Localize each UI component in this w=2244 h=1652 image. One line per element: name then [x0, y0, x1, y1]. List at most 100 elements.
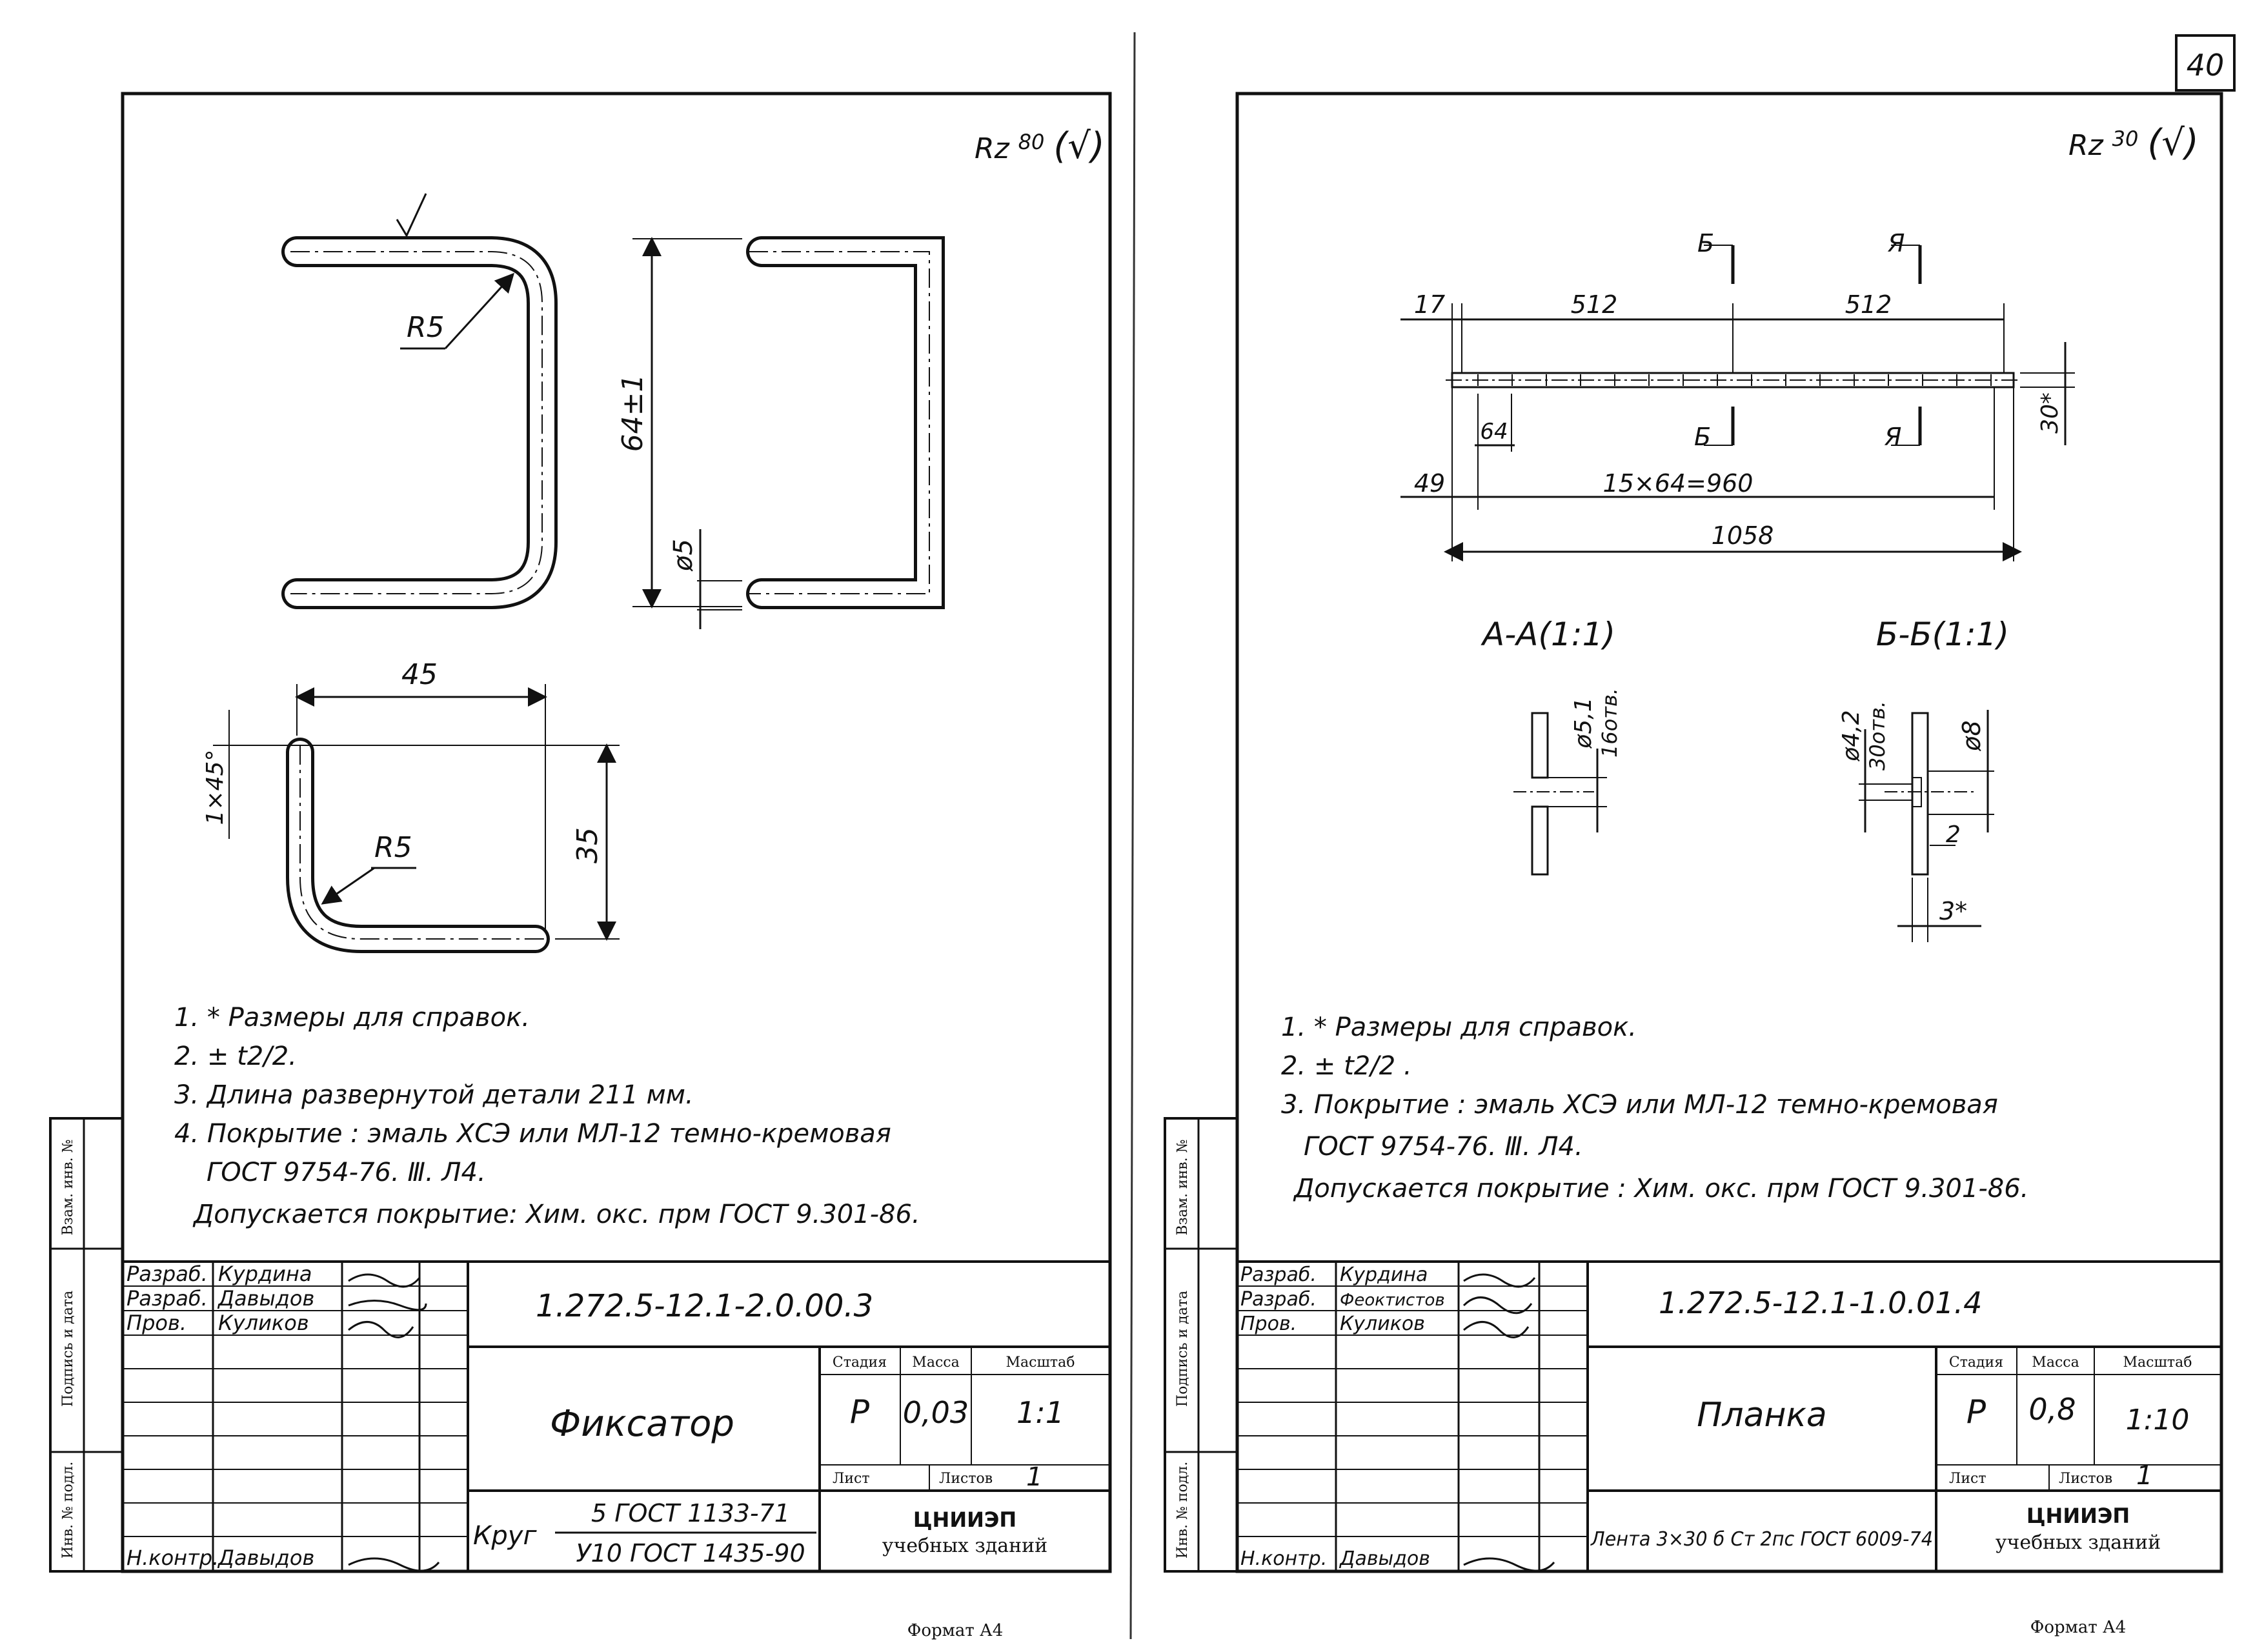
right-note-4: ГОСТ 9754-76. Ⅲ. Л4.	[1304, 1132, 1583, 1162]
right-half-right-dim: 512	[1845, 290, 1892, 319]
section-bb: Б-Б(1:1) ø4,2 30отв. ø8 2 3*	[1838, 616, 2009, 942]
right-role-2: Разраб.	[1240, 1288, 1317, 1311]
right-sidebar-inv-orig: Инв. № подл.	[1175, 1462, 1191, 1558]
section-aa-count: 16отв.	[1597, 688, 1622, 758]
right-notes: 1. * Размеры для справок. 2. ± t2/2 . 3.…	[1281, 1012, 2028, 1204]
left-note-4: 4. Покрытие : эмаль ХСЭ или МЛ-12 темно-…	[174, 1119, 891, 1149]
right-sheets-header: Листов	[2059, 1471, 2112, 1487]
section-bb-depth: 2	[1946, 821, 1961, 848]
left-width-dim: 45	[401, 658, 438, 691]
left-diameter-dim: ø5	[669, 539, 698, 572]
right-holes-chain-dim: 15×64=960	[1603, 469, 1754, 498]
left-sheets-count: 1	[1026, 1462, 1042, 1492]
right-part-name: Планка	[1697, 1396, 1826, 1435]
right-scale-header: Масштаб	[2123, 1355, 2192, 1371]
left-roughness: Rz 80 (√)	[975, 123, 1105, 167]
left-sidebar-replace-inv: Взам. инв. №	[60, 1140, 76, 1236]
left-notes: 1. * Размеры для справок. 2. ± t2/2. 3. …	[174, 1003, 920, 1229]
section-aa-title: А-А(1:1)	[1481, 616, 1615, 653]
left-material-prefix: Круг	[473, 1521, 537, 1551]
left-role-1: Разраб.	[126, 1262, 208, 1286]
right-offset-left-dim: 49	[1414, 469, 1445, 498]
strip-plan-view: 17 512 512 Б Я Б Я 64 49 15	[1400, 229, 2075, 561]
right-org-line2: учебных зданий	[1996, 1531, 2161, 1554]
left-sheet-frame	[121, 92, 1112, 1573]
left-note-6: Допускается покрытие: Хим. окс. прм ГОСТ…	[192, 1200, 920, 1229]
right-sheet-header: Лист	[1949, 1471, 1986, 1487]
left-org-line1: ЦНИИЭП	[913, 1507, 1016, 1532]
left-sheet: Взам. инв. № Подпись и дата Инв. № подл.…	[49, 92, 1112, 1640]
left-stage-header: Стадия	[833, 1355, 887, 1371]
right-mass-header: Масса	[2032, 1355, 2079, 1371]
left-doc-number: 1.272.5-12.1-2.0.00.3	[536, 1288, 873, 1324]
left-bend-radius-bottom: R5	[374, 831, 412, 864]
left-signatures	[348, 1273, 440, 1572]
left-sheets-header: Листов	[939, 1471, 993, 1487]
right-note-3: 3. Покрытие : эмаль ХСЭ или МЛ-12 темно-…	[1281, 1090, 1998, 1120]
right-role-1: Разраб.	[1240, 1264, 1317, 1286]
right-name-1: Курдина	[1340, 1264, 1428, 1286]
right-note-1: 1. * Размеры для справок.	[1281, 1012, 1637, 1042]
left-org-line2: учебных зданий	[882, 1535, 1047, 1557]
section-bb-thickness: 3*	[1939, 897, 1967, 925]
left-name-1: Курдина	[218, 1262, 312, 1286]
right-signatures	[1462, 1273, 1555, 1572]
left-sidebar-sign-date: Подпись и дата	[60, 1291, 76, 1407]
page-number: 40	[2187, 48, 2225, 83]
right-sheet-frame	[1235, 92, 2223, 1573]
page-number-box: 40	[2175, 34, 2236, 92]
left-mass-value: 0,03	[903, 1395, 969, 1430]
right-pitch-dim: 64	[1480, 419, 1508, 445]
right-total-length-dim: 1058	[1712, 521, 1774, 550]
left-note-5: ГОСТ 9754-76. Ⅲ. Л4.	[207, 1158, 486, 1187]
right-normcontrol-name: Давыдов	[1339, 1547, 1430, 1570]
right-section-a-bottom: Я	[1884, 423, 1901, 451]
right-sheet: Взам. инв. № Подпись и дата Инв. № подл.…	[1164, 92, 2223, 1637]
fixator-bottom-view: 45 35 1×45° R5	[202, 658, 620, 953]
left-normcontrol-name: Давыдов	[217, 1546, 314, 1570]
left-depth-dim: 35	[571, 827, 604, 863]
right-normcontrol-role: Н.контр.	[1240, 1547, 1327, 1570]
left-title-block: Разраб. Курдина Разраб. Давыдов Пров. Ку…	[121, 1260, 1111, 1573]
right-sidebar-replace-inv: Взам. инв. №	[1175, 1140, 1191, 1236]
left-chamfer-dim: 1×45°	[202, 750, 228, 825]
section-bb-counterbore: ø8	[1957, 720, 1986, 751]
page-divider	[1129, 32, 1136, 1640]
right-format-label: Формат А4	[2030, 1618, 2126, 1637]
right-section-b-bottom: Б	[1694, 423, 1711, 451]
right-scale-value: 1:10	[2126, 1404, 2190, 1436]
left-scale-value: 1:1	[1016, 1395, 1064, 1430]
right-stage-value: Р	[1966, 1393, 1986, 1431]
left-format-label: Формат А4	[907, 1621, 1003, 1640]
right-note-2: 2. ± t2/2 .	[1281, 1051, 1412, 1081]
right-note-5: Допускается покрытие : Хим. окс. прм ГОС…	[1293, 1174, 2028, 1204]
left-note-2: 2. ± t2/2.	[174, 1042, 297, 1071]
right-stage-header: Стадия	[1949, 1355, 2003, 1371]
section-bb-hole-count: 30отв.	[1865, 701, 1890, 771]
left-scale-header: Масштаб	[1006, 1355, 1075, 1371]
right-name-2: Феоктистов	[1340, 1291, 1445, 1310]
section-aa: А-А(1:1) ø5,1 16отв.	[1481, 616, 1622, 876]
left-stage-value: Р	[850, 1393, 870, 1431]
left-material-bottom: У10 ГОСТ 1435-90	[576, 1539, 805, 1567]
right-half-left-dim: 512	[1571, 290, 1618, 319]
right-sidebar-sign-date: Подпись и дата	[1175, 1291, 1191, 1407]
left-name-3: Куликов	[218, 1311, 309, 1335]
right-width-dim: 30*	[2037, 392, 2063, 434]
right-edge-left-dim: 17	[1414, 290, 1445, 319]
right-material: Лента 3×30 б Ст 2пс ГОСТ 6009-74	[1590, 1528, 1933, 1551]
right-roughness: Rz 30 (√)	[2068, 120, 2199, 164]
left-note-1: 1. * Размеры для справок.	[174, 1003, 530, 1032]
right-mass-value: 0,8	[2028, 1392, 2076, 1427]
right-doc-number: 1.272.5-12.1-1.0.01.4	[1659, 1285, 1982, 1320]
right-org-line1: ЦНИИЭП	[2027, 1504, 2130, 1528]
section-aa-diameter: ø5,1	[1570, 697, 1597, 749]
section-bb-hole-diameter: ø4,2	[1838, 710, 1865, 761]
left-bend-radius-top: R5	[407, 311, 445, 344]
right-role-3: Пров.	[1240, 1313, 1297, 1335]
right-section-b-top: Б	[1697, 229, 1714, 257]
left-role-3: Пров.	[126, 1311, 187, 1335]
left-sheet-header: Лист	[833, 1471, 870, 1487]
right-name-3: Куликов	[1340, 1313, 1425, 1335]
